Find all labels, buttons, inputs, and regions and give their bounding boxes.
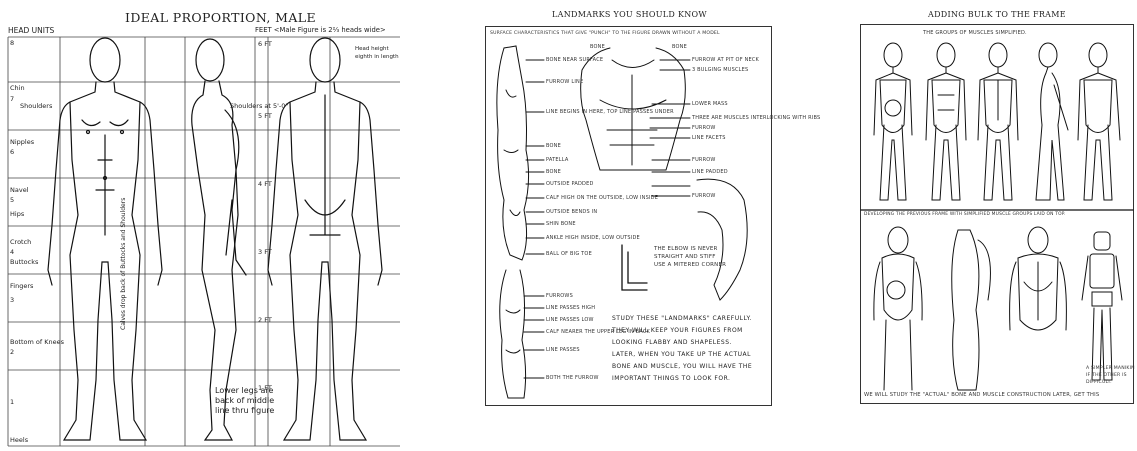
height-note-line2: eighth in length xyxy=(355,54,399,60)
study-note-line5: BONE AND MUSCLE, YOU WILL HAVE THE xyxy=(612,361,752,373)
right-label-2ft: 2 FT xyxy=(258,316,272,324)
right-label-shoulders: Shoulders at 5'-0" xyxy=(230,102,288,110)
height-note-line1: Head height xyxy=(355,46,389,52)
study-note-line3: LOOKING FLABBY AND SHAPELESS. xyxy=(612,337,732,349)
bottom-note-line1: Lower legs are xyxy=(215,386,273,395)
left-label-1: 1 xyxy=(10,398,14,406)
proportion-chart-panel: IDEAL PROPORTION, MALE HEAD UNITS FEET <… xyxy=(0,0,410,451)
left-label-4: 4 xyxy=(10,248,14,256)
proportion-grid xyxy=(0,0,410,451)
leg-label-1: FURROW LINE xyxy=(546,79,583,85)
left-label-5: 5 xyxy=(10,196,14,204)
torso-label-1: BONE xyxy=(672,44,687,50)
left-label-hips: Hips xyxy=(10,210,24,218)
left-label-heels: Heels xyxy=(10,436,28,444)
leg-label-8: OUTSIDE BENDS IN xyxy=(546,209,597,215)
torso-label-2: FURROW AT PIT OF NECK xyxy=(692,57,759,63)
lowerleg-label-0: FURROWS xyxy=(546,293,573,299)
torso-label-8: FURROW xyxy=(692,157,716,163)
lowerleg-label-4: LINE PASSES xyxy=(546,347,580,353)
elbow-note-line1: THE ELBOW IS NEVER xyxy=(654,246,718,252)
elbow-note-line3: USE A MITERED CORNER xyxy=(654,262,726,268)
study-note-line2: THEY WILL KEEP YOUR FIGURES FROM xyxy=(612,325,743,337)
bottom-note-line2: back of middle xyxy=(215,396,274,405)
torso-label-7: LINE FACETS xyxy=(692,135,726,141)
left-label-6: 6 xyxy=(10,148,14,156)
torso-label-4: LOWER MASS xyxy=(692,101,728,107)
leg-label-9: SHIN BONE xyxy=(546,221,576,227)
leg-label-5: BONE xyxy=(546,169,561,175)
right-label-4ft: 4 FT xyxy=(258,180,272,188)
bulk-illustration xyxy=(858,0,1137,420)
torso-label-5: THREE ARE MUSCLES INTERLOCKING WITH RIBS xyxy=(692,115,820,121)
lowerleg-label-1: LINE PASSES HIGH xyxy=(546,305,595,311)
bottom-note: WE WILL STUDY THE "ACTUAL" BONE AND MUSC… xyxy=(864,392,1099,398)
right-label-3ft: 3 FT xyxy=(258,248,272,256)
leg-label-0: BONE NEAR SURFACE xyxy=(546,57,603,63)
left-label-nipples: Nipples xyxy=(10,138,34,146)
left-label-chin: Chin xyxy=(10,84,25,92)
vertical-note: Calves drop back of Buttocks and Shoulde… xyxy=(120,198,127,330)
left-label-2: 2 xyxy=(10,348,14,356)
leg-label-11: BALL OF BIG TOE xyxy=(546,251,592,257)
left-label-7: 7 xyxy=(10,95,14,103)
lowerleg-label-5: BOTH THE FURROW xyxy=(546,375,599,381)
leg-label-3: BONE xyxy=(546,143,561,149)
leg-label-2: LINE BEGINS IN HERE, TOP LINE PASSES UND… xyxy=(546,109,674,115)
torso-label-0: BONE xyxy=(590,44,605,50)
side-note-line2: IF THE OTHER IS xyxy=(1086,373,1127,378)
torso-label-3: 3 BULGING MUSCLES xyxy=(692,67,748,73)
left-label-shoulders: Shoulders xyxy=(20,102,52,110)
leg-label-7: CALF HIGH ON THE OUTSIDE, LOW INSIDE xyxy=(546,195,658,201)
study-note-line1: STUDY THESE "LANDMARKS" CAREFULLY. xyxy=(612,313,752,325)
right-label-6ft: 6 FT xyxy=(258,40,272,48)
left-label-navel: Navel xyxy=(10,186,29,194)
torso-label-10: FURROW xyxy=(692,193,716,199)
left-label-buttocks: Buttocks xyxy=(10,258,38,266)
leg-label-4: PATELLA xyxy=(546,157,568,163)
torso-label-9: LINE PADDED xyxy=(692,169,728,175)
bulk-frame-panel: ADDING BULK TO THE FRAME THE GROUPS OF M… xyxy=(858,0,1137,451)
lowerleg-label-2: LINE PASSES LOW xyxy=(546,317,594,323)
left-label-fingers: Fingers xyxy=(10,282,33,290)
study-note-line4: LATER, WHEN YOU TAKE UP THE ACTUAL xyxy=(612,349,751,361)
left-label-crotch: Crotch xyxy=(10,238,31,246)
developing-header: DEVELOPING THE PREVIOUS FRAME WITH SIMPL… xyxy=(864,212,1066,217)
left-label-bottom-knees: Bottom of Knees xyxy=(10,338,64,346)
left-label-3: 3 xyxy=(10,296,14,304)
elbow-note-line2: STRAIGHT AND STIFF xyxy=(654,254,716,260)
torso-label-6: FURROW xyxy=(692,125,716,131)
right-label-5ft: 5 FT xyxy=(258,112,272,120)
left-label-8: 8 xyxy=(10,39,14,47)
side-note-line1: A SIMPLER MANIKIN xyxy=(1086,366,1135,371)
landmarks-panel: LANDMARKS YOU SHOULD KNOW SURFACE CHARAC… xyxy=(482,0,782,451)
leg-label-6: OUTSIDE PADDED xyxy=(546,181,594,187)
side-note-line3: DIFFICULT. xyxy=(1086,380,1112,385)
bottom-note-line3: line thru figure xyxy=(215,406,274,415)
leg-label-10: ANKLE HIGH INSIDE, LOW OUTSIDE xyxy=(546,235,640,241)
study-note-line6: IMPORTANT THINGS TO LOOK FOR. xyxy=(612,373,730,385)
